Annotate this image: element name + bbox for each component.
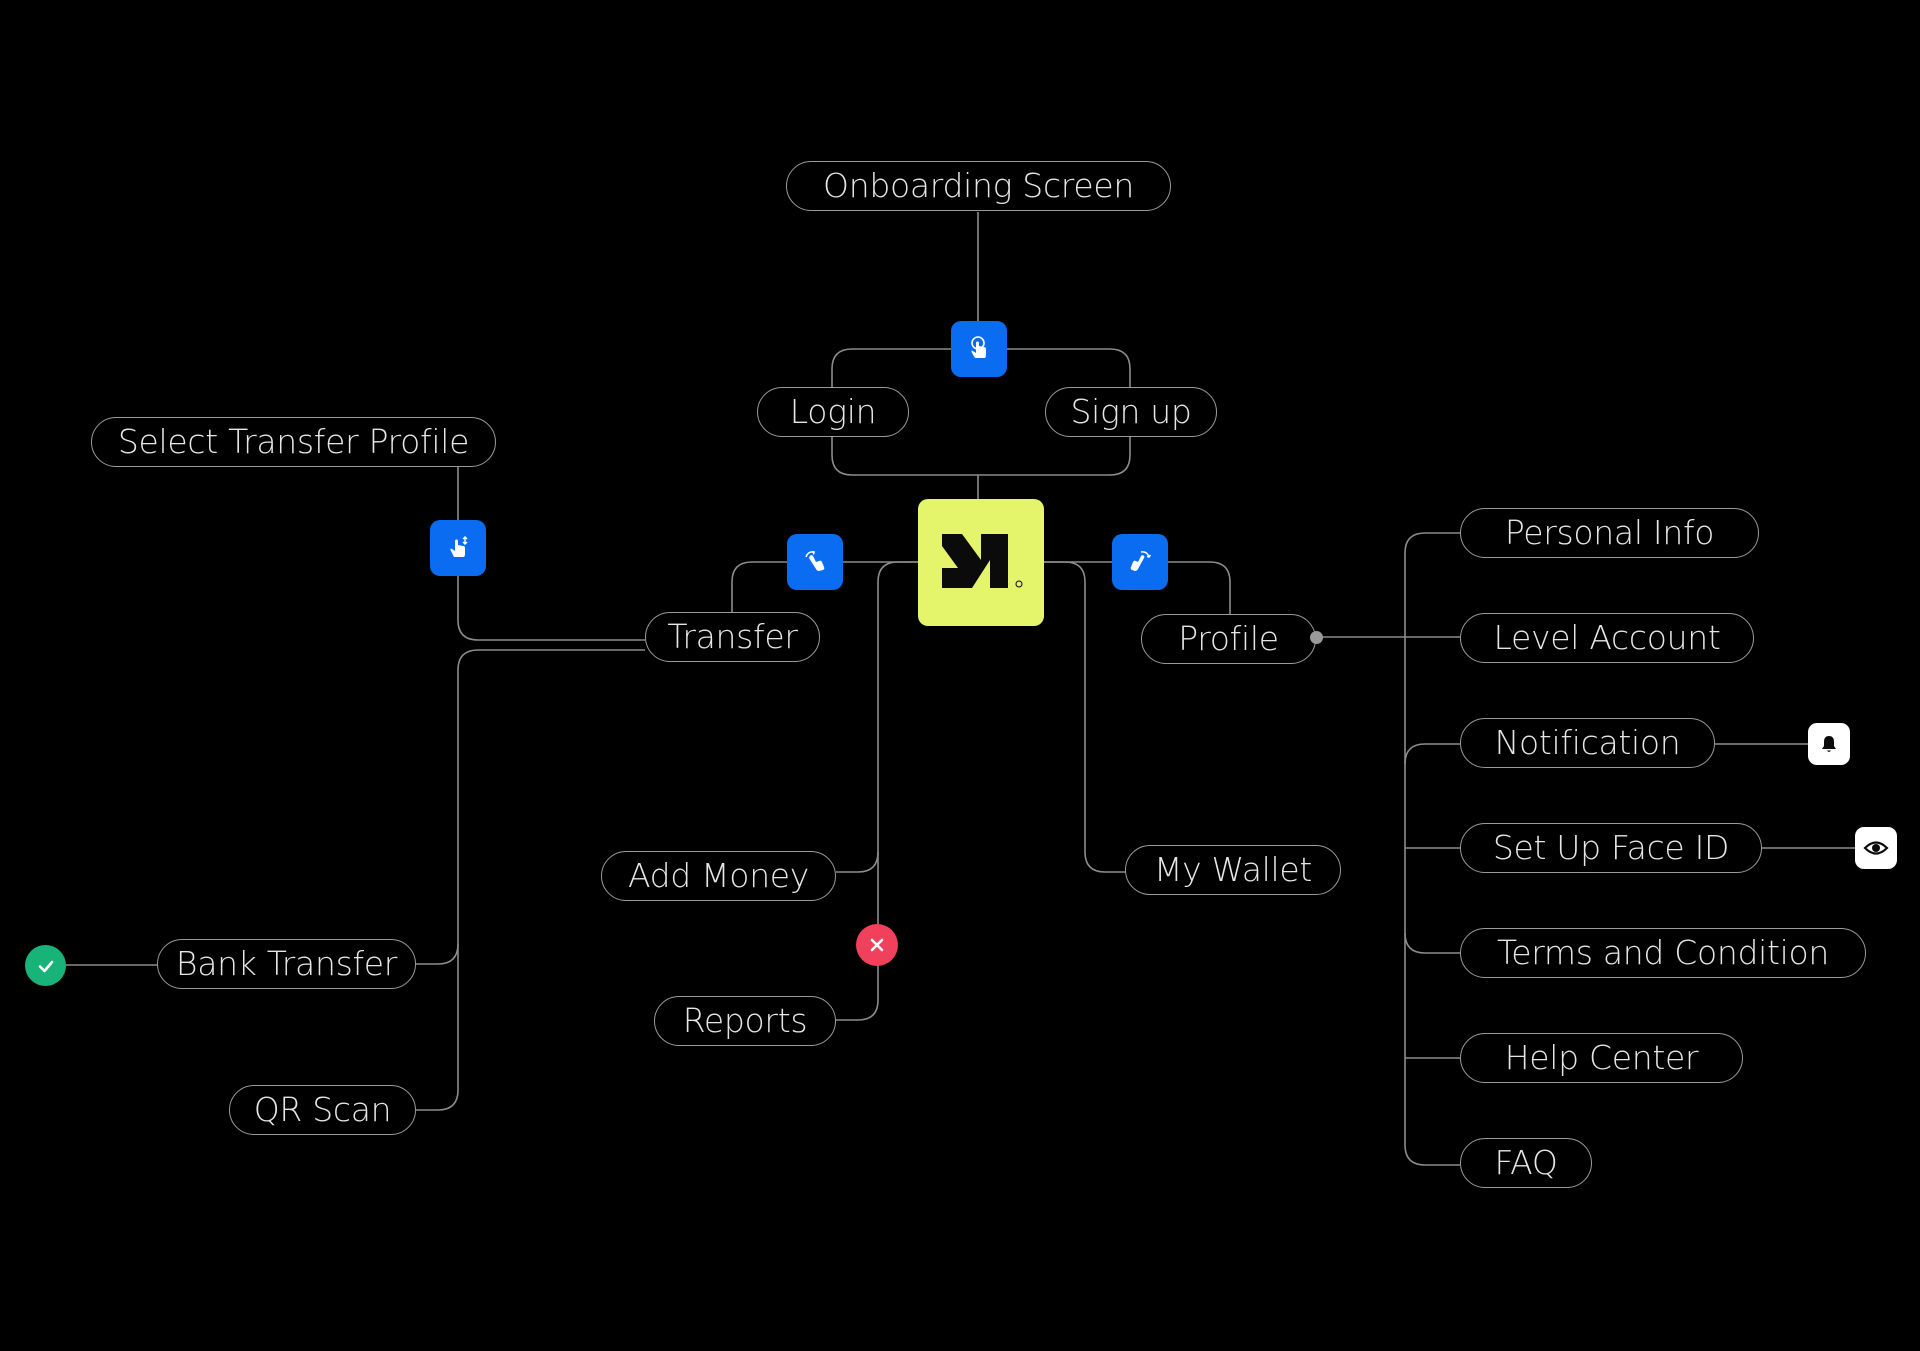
- connector-transfer-up: [731, 561, 787, 612]
- app-logo: [918, 499, 1044, 626]
- node-faq[interactable]: FAQ: [1460, 1138, 1592, 1188]
- connector-dot: [1310, 631, 1323, 644]
- connector-logo-addmoney: [836, 561, 918, 873]
- node-my-wallet[interactable]: My Wallet: [1125, 845, 1341, 895]
- node-sign-up[interactable]: Sign up: [1045, 387, 1217, 437]
- node-login[interactable]: Login: [757, 387, 909, 437]
- node-terms-and-condition[interactable]: Terms and Condition: [1460, 928, 1866, 978]
- check-icon: [25, 945, 66, 986]
- node-profile[interactable]: Profile: [1141, 614, 1316, 664]
- node-bank-transfer[interactable]: Bank Transfer: [157, 939, 416, 989]
- node-select-transfer-profile[interactable]: Select Transfer Profile: [91, 417, 496, 467]
- node-notification[interactable]: Notification: [1460, 718, 1715, 768]
- connector-notification-branch: [1404, 743, 1460, 765]
- connector-logo-wallet: [1044, 561, 1125, 873]
- node-set-up-face-id[interactable]: Set Up Face ID: [1460, 823, 1762, 873]
- connector-scroll-profile: [1168, 561, 1231, 614]
- scroll-icon: [430, 520, 486, 576]
- node-onboarding-screen[interactable]: Onboarding Screen: [786, 161, 1171, 211]
- node-help-center[interactable]: Help Center: [1460, 1033, 1743, 1083]
- node-transfer[interactable]: Transfer: [645, 612, 820, 662]
- connector-right-trunk: [1404, 532, 1460, 1166]
- close-icon: [856, 924, 898, 966]
- swipe-icon: [1112, 534, 1168, 590]
- connector-profile-transfer: [457, 576, 645, 641]
- eye-icon: [1855, 827, 1897, 869]
- connector-auth-bracket: [831, 348, 1131, 476]
- connector-qr: [416, 944, 459, 1111]
- bell-icon: [1808, 723, 1850, 765]
- node-level-account[interactable]: Level Account: [1460, 613, 1754, 663]
- node-qr-scan[interactable]: QR Scan: [229, 1085, 416, 1135]
- node-add-money[interactable]: Add Money: [601, 851, 836, 901]
- swipe-icon: [787, 534, 843, 590]
- tap-icon: [951, 321, 1007, 377]
- connector-transfer-bank: [416, 649, 645, 965]
- node-personal-info[interactable]: Personal Info: [1460, 508, 1759, 558]
- connector-terms-branch: [1404, 932, 1460, 954]
- node-reports[interactable]: Reports: [654, 996, 836, 1046]
- connector-reports: [836, 852, 879, 1021]
